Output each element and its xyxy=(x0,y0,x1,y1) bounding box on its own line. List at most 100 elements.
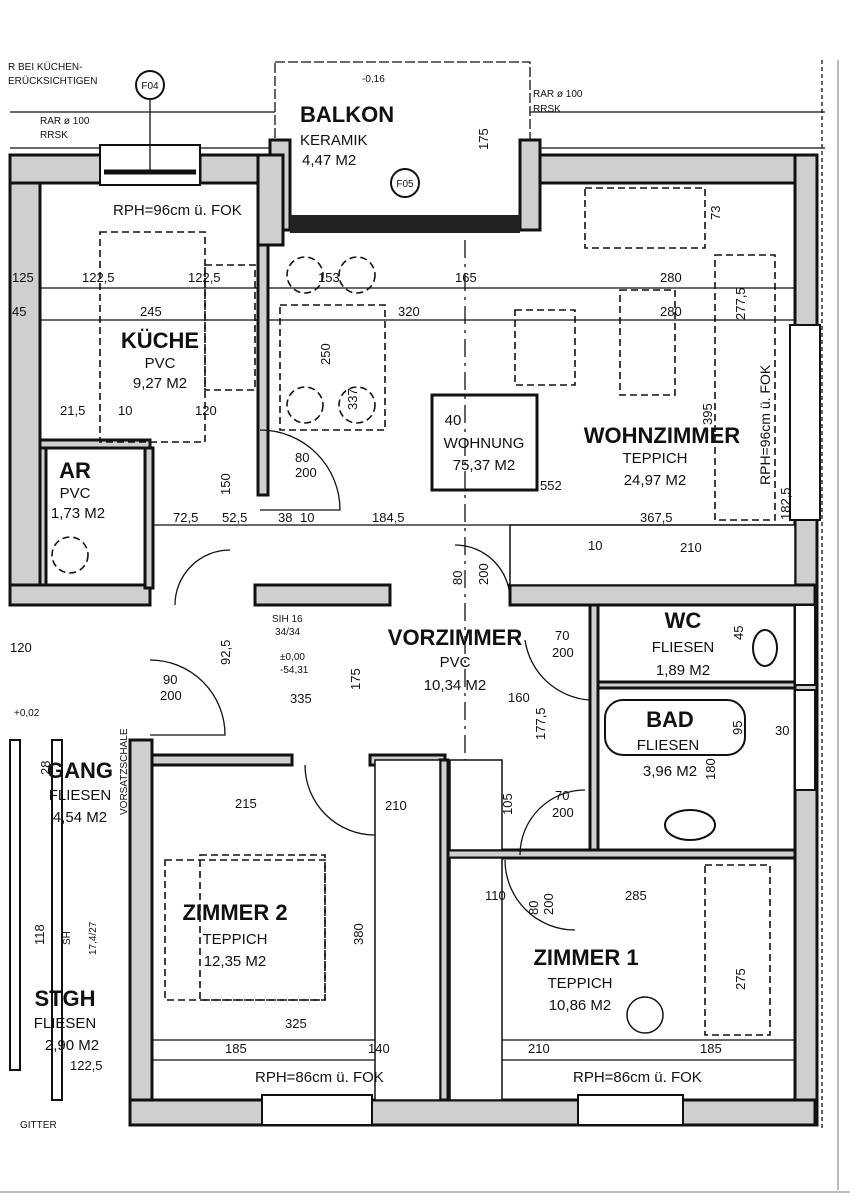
dimension: 95 xyxy=(730,721,745,735)
dimension: 110 xyxy=(485,888,506,903)
dimension: 21,5 xyxy=(60,403,85,418)
room-zimmer2: ZIMMER 2 TEPPICH 12,35 M2 xyxy=(182,900,287,970)
dimension: 70 xyxy=(555,788,569,803)
railing-note: GITTER xyxy=(20,1120,57,1131)
room-area: 1,73 M2 xyxy=(51,505,105,522)
room-name: ZIMMER 2 xyxy=(182,900,287,925)
window-tag: F05 xyxy=(396,179,414,190)
dimension: 140 xyxy=(368,1041,390,1056)
room-name: WOHNZIMMER xyxy=(584,423,741,448)
dimension: 325 xyxy=(285,1016,307,1031)
dimension: 175 xyxy=(348,668,363,690)
dimension: 200 xyxy=(476,563,491,585)
dimension: 45 xyxy=(731,626,746,640)
dimension: 175 xyxy=(476,128,491,150)
room-name: GANG xyxy=(47,758,113,783)
dimension: 150 xyxy=(218,473,233,495)
dimension: 320 xyxy=(398,304,420,319)
apartment-label-text: WOHNUNG xyxy=(444,435,525,452)
dimension: 80 xyxy=(295,450,309,465)
dimension: 200 xyxy=(160,688,182,703)
dimension: 30 xyxy=(775,723,789,738)
room-floor: PVC xyxy=(440,654,471,671)
room-name: ZIMMER 1 xyxy=(533,945,638,970)
dimension: 200 xyxy=(541,893,556,915)
dimension: 45 xyxy=(12,304,26,319)
room-floor: FLIESEN xyxy=(34,1015,97,1032)
dimension: 125 xyxy=(12,270,34,285)
room-area: 3,96 M2 xyxy=(643,763,697,780)
dimension: 160 xyxy=(508,690,530,705)
sill-height-note: RPH=86cm ü. FOK xyxy=(255,1069,384,1086)
note: RAR ø 100 xyxy=(40,116,90,127)
room-area: 10,34 M2 xyxy=(424,677,487,694)
room-area: 10,86 M2 xyxy=(549,997,612,1014)
dimension: 210 xyxy=(385,798,407,813)
dimension: 52,5 xyxy=(222,510,247,525)
dimension: 275 xyxy=(733,968,748,990)
doors xyxy=(149,429,591,931)
dimension: 395 xyxy=(700,403,715,425)
room-floor: PVC xyxy=(145,355,176,372)
dimension: 10 xyxy=(588,538,602,553)
dimension: 38 xyxy=(278,510,292,525)
note: RAR ø 100 xyxy=(533,89,583,100)
room-floor: KERAMIK xyxy=(300,132,368,149)
note: RRSK xyxy=(533,104,561,115)
room-area: 1,89 M2 xyxy=(656,662,710,679)
dimension: 92,5 xyxy=(218,640,233,665)
room-name: STGH xyxy=(34,986,95,1011)
dimension: 552 xyxy=(540,478,562,493)
dimension: 70 xyxy=(555,628,569,643)
dimension-labels: 122,5 122,5 245 125 45 153 165 280 320 2… xyxy=(10,128,793,1073)
note: R BEI KÜCHEN- xyxy=(8,61,82,73)
room-floor: TEPPICH xyxy=(547,975,612,992)
level-mark: ±0,00 xyxy=(280,652,305,663)
room-area: 4,54 M2 xyxy=(53,809,107,826)
dimension: 80 xyxy=(526,901,541,915)
room-balkon: BALKON KERAMIK 4,47 M2 xyxy=(300,102,394,169)
dimension: 185 xyxy=(225,1041,247,1056)
room-bad: BAD FLIESEN 3,96 M2 xyxy=(637,707,700,780)
dimension: 73 xyxy=(708,206,723,220)
dimension: 215 xyxy=(235,796,257,811)
window-tag-icon xyxy=(390,168,420,198)
level-mark: -0,16 xyxy=(362,74,385,85)
dimension: 280 xyxy=(660,270,682,285)
sill-height-note: RPH=96cm ü. FOK xyxy=(113,202,242,219)
dimension: 210 xyxy=(680,540,702,555)
room-area: 4,47 M2 xyxy=(302,152,356,169)
room-zimmer1: ZIMMER 1 TEPPICH 10,86 M2 xyxy=(533,945,638,1014)
stair-note: 17,4/27 xyxy=(88,921,99,955)
dimension: 200 xyxy=(552,645,574,660)
dimension: 380 xyxy=(351,923,366,945)
note: ERÜCKSICHTIGEN xyxy=(8,75,97,87)
dimension: 337 xyxy=(345,388,360,410)
sill-height-note: RPH=86cm ü. FOK xyxy=(573,1069,702,1086)
room-name: WC xyxy=(665,608,702,633)
dimension: 250 xyxy=(318,343,333,365)
room-wohnzimmer: WOHNZIMMER TEPPICH 24,97 M2 xyxy=(584,423,741,489)
dimension: 10 xyxy=(118,403,132,418)
dimension: 165 xyxy=(455,270,477,285)
room-name: KÜCHE xyxy=(121,328,199,353)
dimension: 182,5 xyxy=(778,487,793,520)
room-stgh: STGH FLIESEN 2,90 M2 xyxy=(34,986,99,1054)
room-area: 9,27 M2 xyxy=(133,375,187,392)
room-kueche: KÜCHE PVC 9,27 M2 xyxy=(121,328,199,392)
dimension: 285 xyxy=(625,888,647,903)
level-mark: +0,02 xyxy=(14,708,40,719)
apartment-label: 40 WOHNUNG 75,37 M2 xyxy=(444,412,525,474)
dimension: 122,5 xyxy=(188,270,221,285)
room-name: BALKON xyxy=(300,102,394,127)
dimension: 200 xyxy=(295,465,317,480)
dimension: 367,5 xyxy=(640,510,673,525)
wall-note: VORSATZSCHALE xyxy=(119,728,130,815)
room-area: 2,90 M2 xyxy=(45,1037,99,1054)
dimension: 72,5 xyxy=(173,510,198,525)
room-area: 24,97 M2 xyxy=(624,472,687,489)
room-name: AR xyxy=(59,458,91,483)
dimension: 245 xyxy=(140,304,162,319)
room-floor: TEPPICH xyxy=(622,450,687,467)
